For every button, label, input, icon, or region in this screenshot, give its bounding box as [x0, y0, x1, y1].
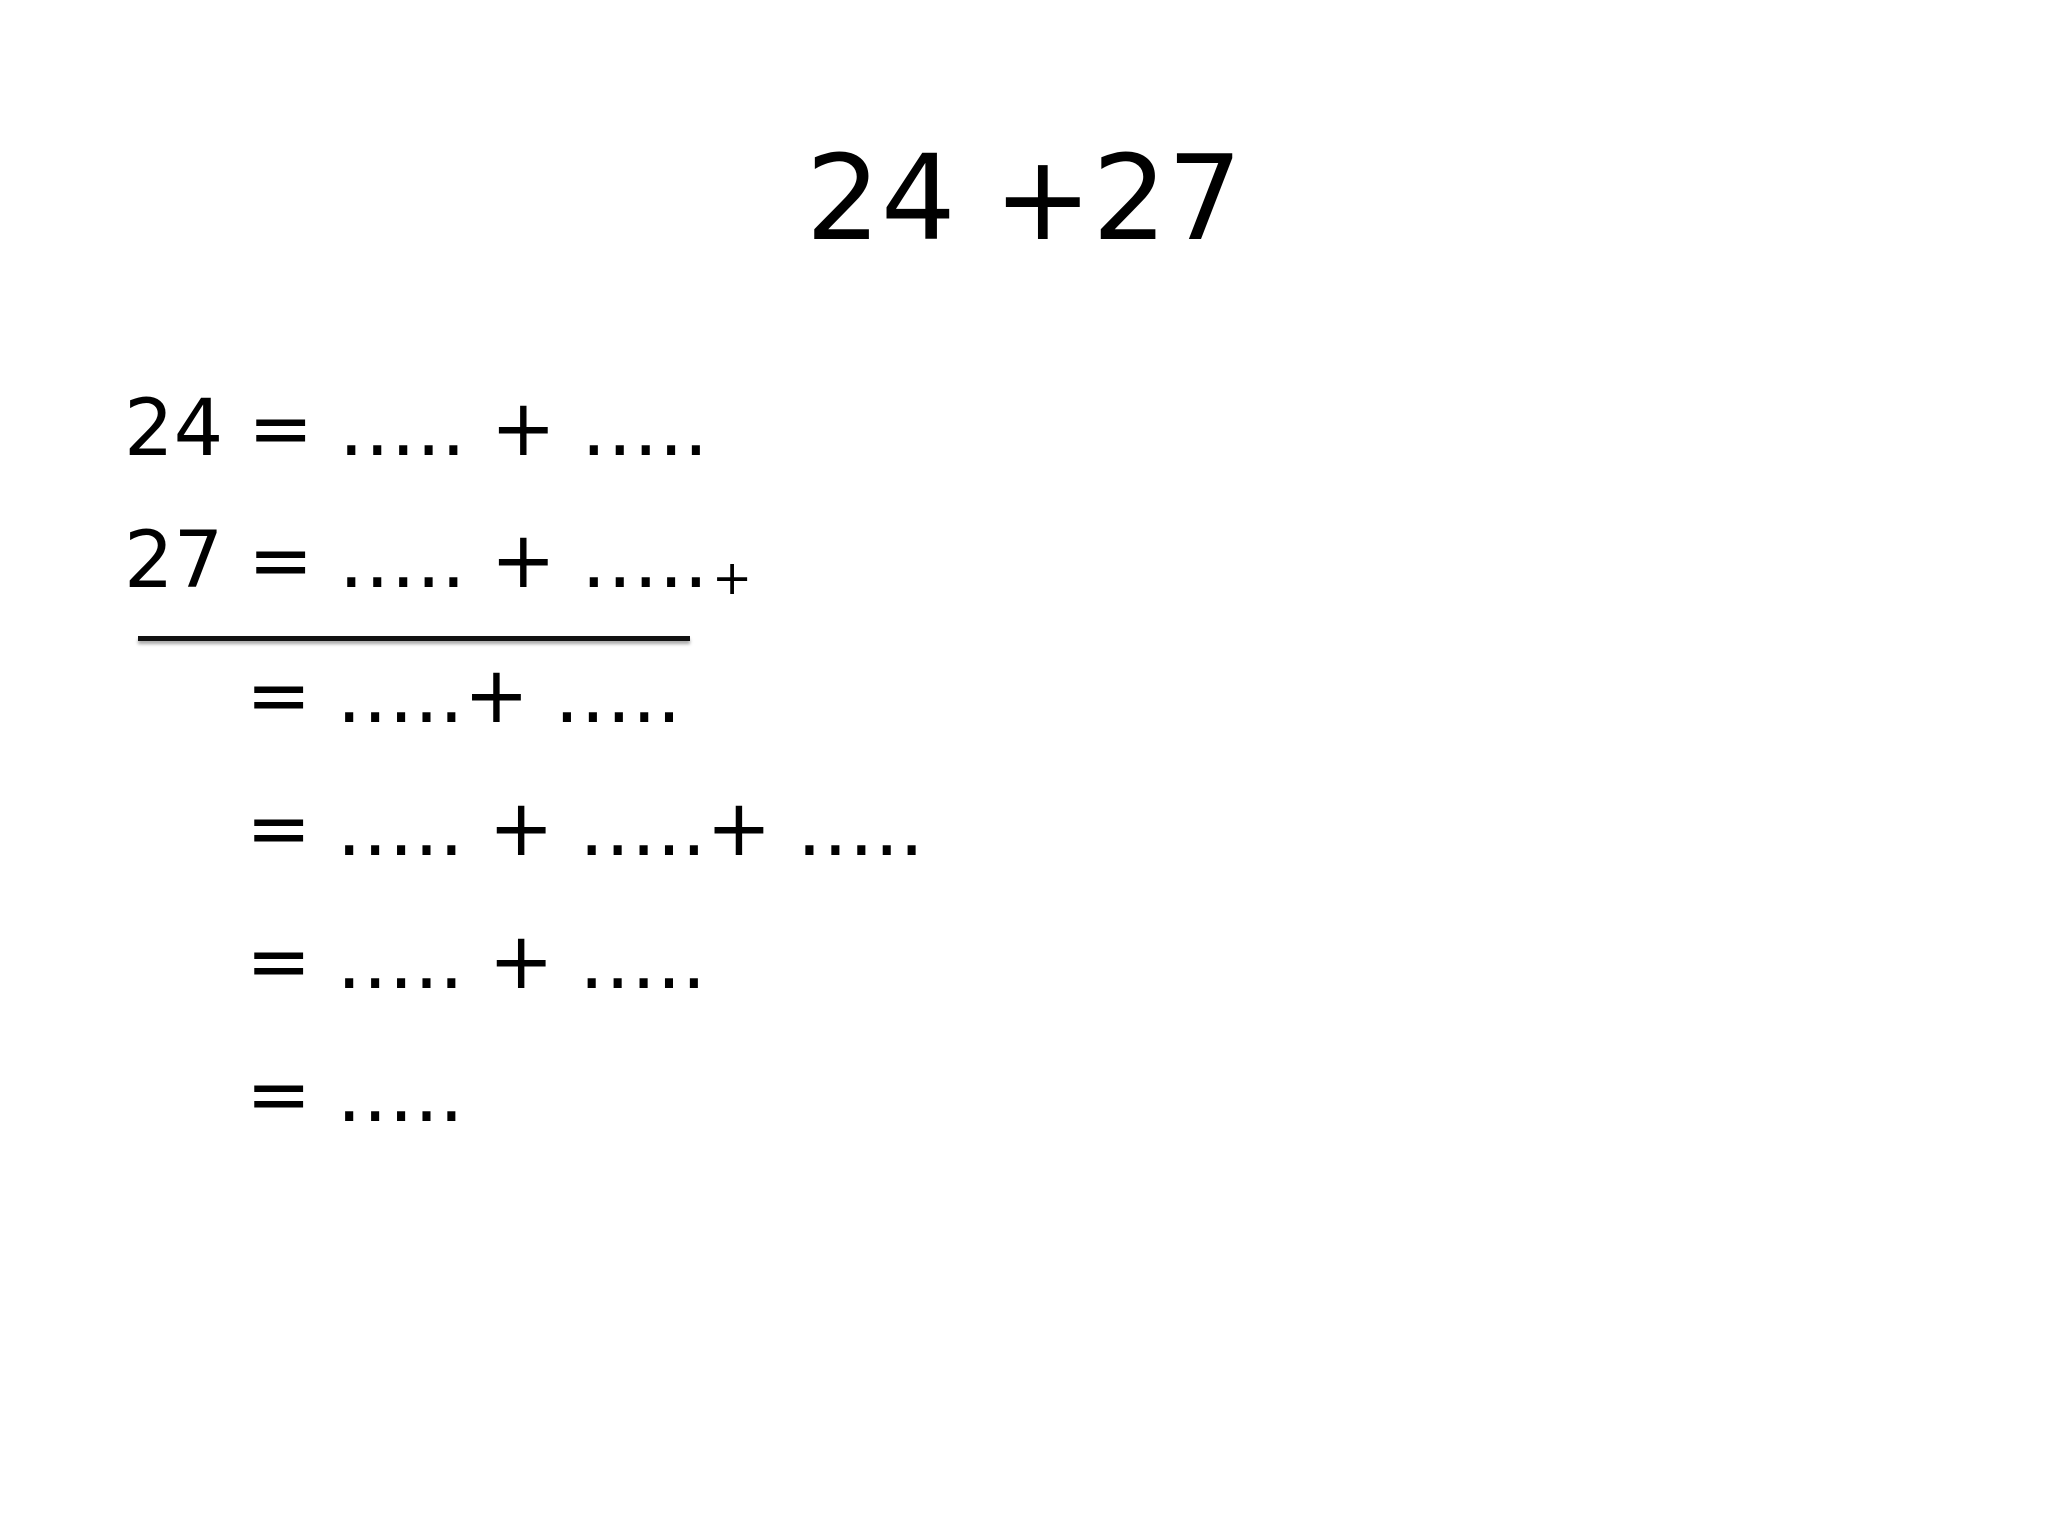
step-line-1: = …..+ …..: [246, 651, 682, 741]
addition-sign: +: [712, 550, 753, 606]
step-line-3: = ….. + …..: [246, 917, 707, 1007]
decomposition-24: 24 = ….. + …..: [124, 384, 709, 474]
sum-underline: [138, 636, 690, 641]
step-line-2: = ….. + …..+ …..: [246, 784, 925, 874]
problem-title: 24 +27: [805, 129, 1243, 267]
decomposition-27: 27 = ….. + …..: [124, 516, 709, 606]
result-line: = …..: [246, 1050, 464, 1140]
